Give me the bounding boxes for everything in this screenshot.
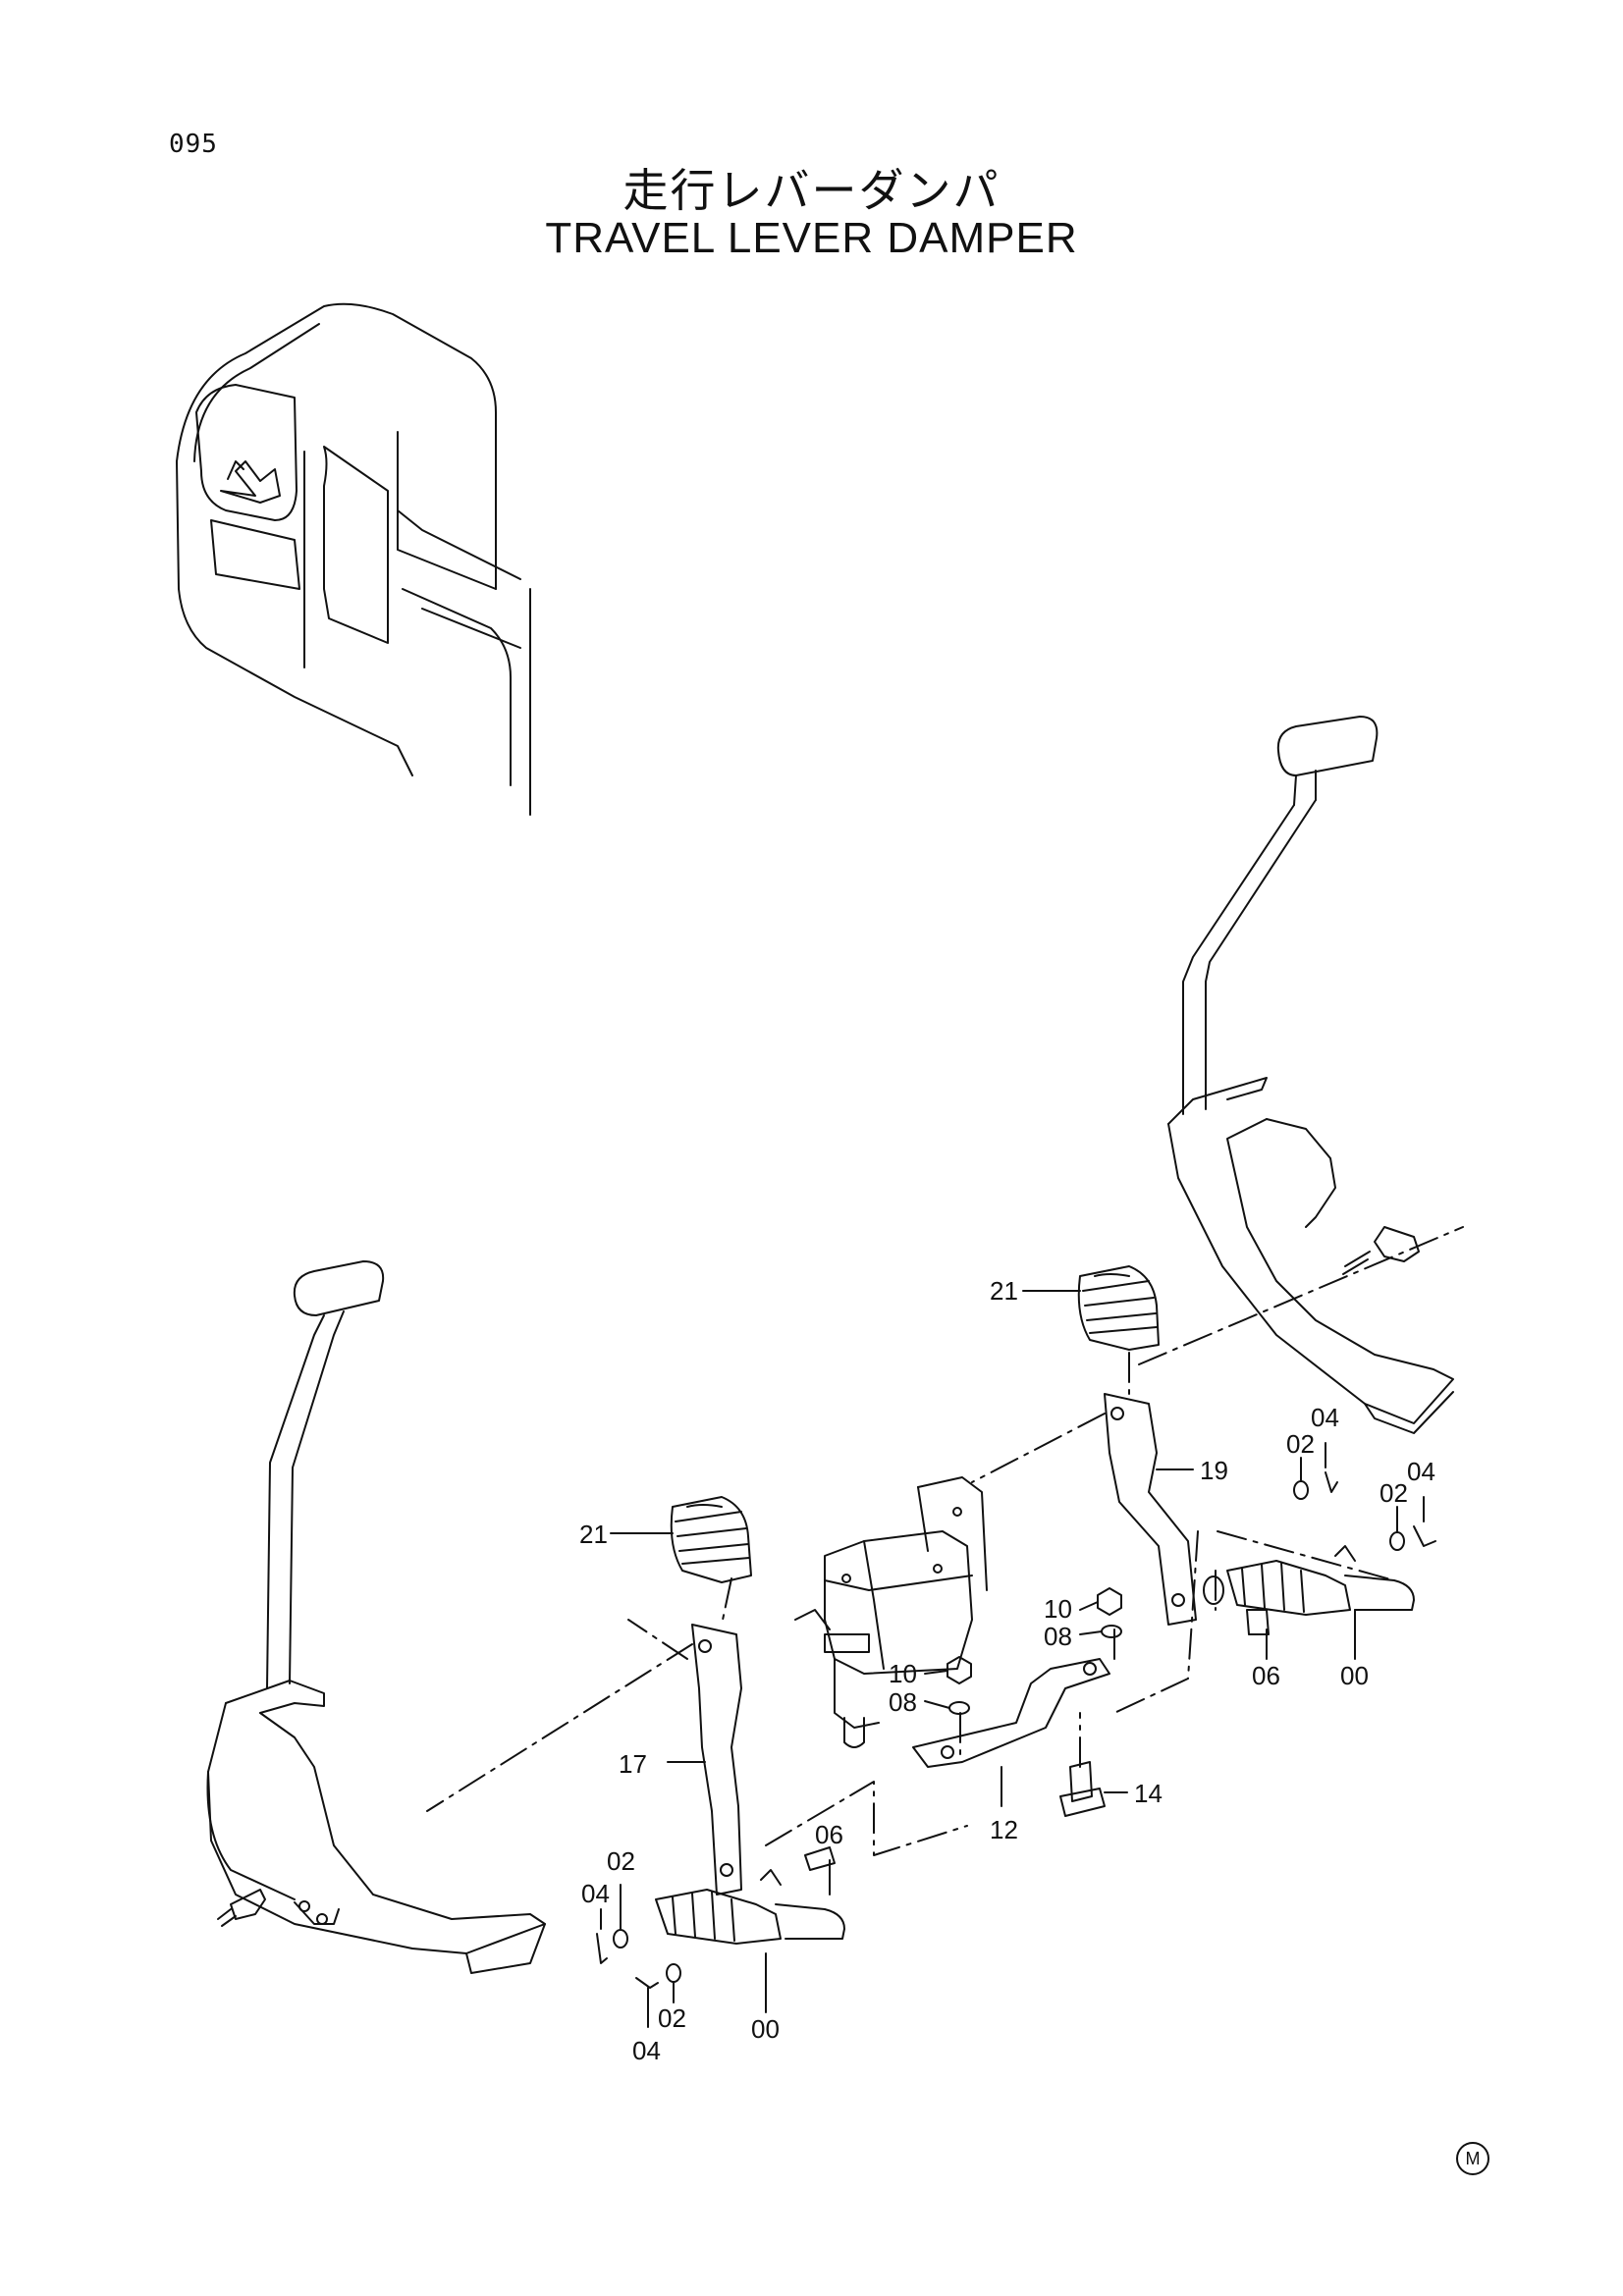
leader-lines [600,1290,1425,2028]
plate-12 [912,1658,1110,1768]
left-lever-pedal [206,1260,546,1974]
title-english: TRAVEL LEVER DAMPER [545,214,1078,262]
right-lever-pedal [1167,716,1454,1434]
boot-21-left [670,1496,752,1583]
callout-12: 12 [990,1815,1018,1844]
title-japanese: 走行レバーダンパ [622,164,1001,217]
damper-00-left [655,1846,845,1945]
boot-21-right [1077,1265,1160,1351]
damper-00-right [1203,1545,1415,1635]
cab-thumbnail [176,302,531,816]
assembly-lines [426,1226,1464,1856]
bracket-19 [1104,1393,1197,1626]
page-code: 095 [169,130,218,159]
callout-04-right-a: 04 [1311,1403,1339,1432]
callout-04-left-b: 04 [632,2036,661,2065]
pilot-valve [794,1476,988,1748]
callout-10-upper: 10 [1044,1594,1072,1624]
callout-04-left-a: 04 [581,1879,610,1908]
bolt-14 [1059,1761,1106,1817]
callout-02-right-b: 02 [1380,1478,1408,1508]
callout-02-right-a: 02 [1286,1429,1315,1459]
washers-pins [596,1471,1436,1989]
callout-21-left: 21 [579,1520,608,1549]
callout-19: 19 [1200,1456,1228,1485]
manufacturer-mark: M [1456,2142,1489,2175]
bracket-17 [691,1624,742,1896]
callout-10-lower: 10 [889,1659,917,1688]
callout-21-right: 21 [990,1276,1018,1306]
callout-17: 17 [619,1749,647,1779]
callout-00-right: 00 [1340,1661,1369,1690]
callout-14: 14 [1134,1779,1163,1808]
callout-04-right-b: 04 [1407,1457,1435,1486]
nut-washer-set [947,1587,1122,1715]
callout-02-left-a: 02 [607,1846,635,1876]
callout-02-left-b: 02 [658,2003,686,2033]
callout-06-right: 06 [1252,1661,1280,1690]
callout-06-left: 06 [815,1820,843,1849]
callout-08-lower: 08 [889,1687,917,1717]
callout-00-left: 00 [751,2014,780,2044]
callout-08-upper: 08 [1044,1622,1072,1651]
